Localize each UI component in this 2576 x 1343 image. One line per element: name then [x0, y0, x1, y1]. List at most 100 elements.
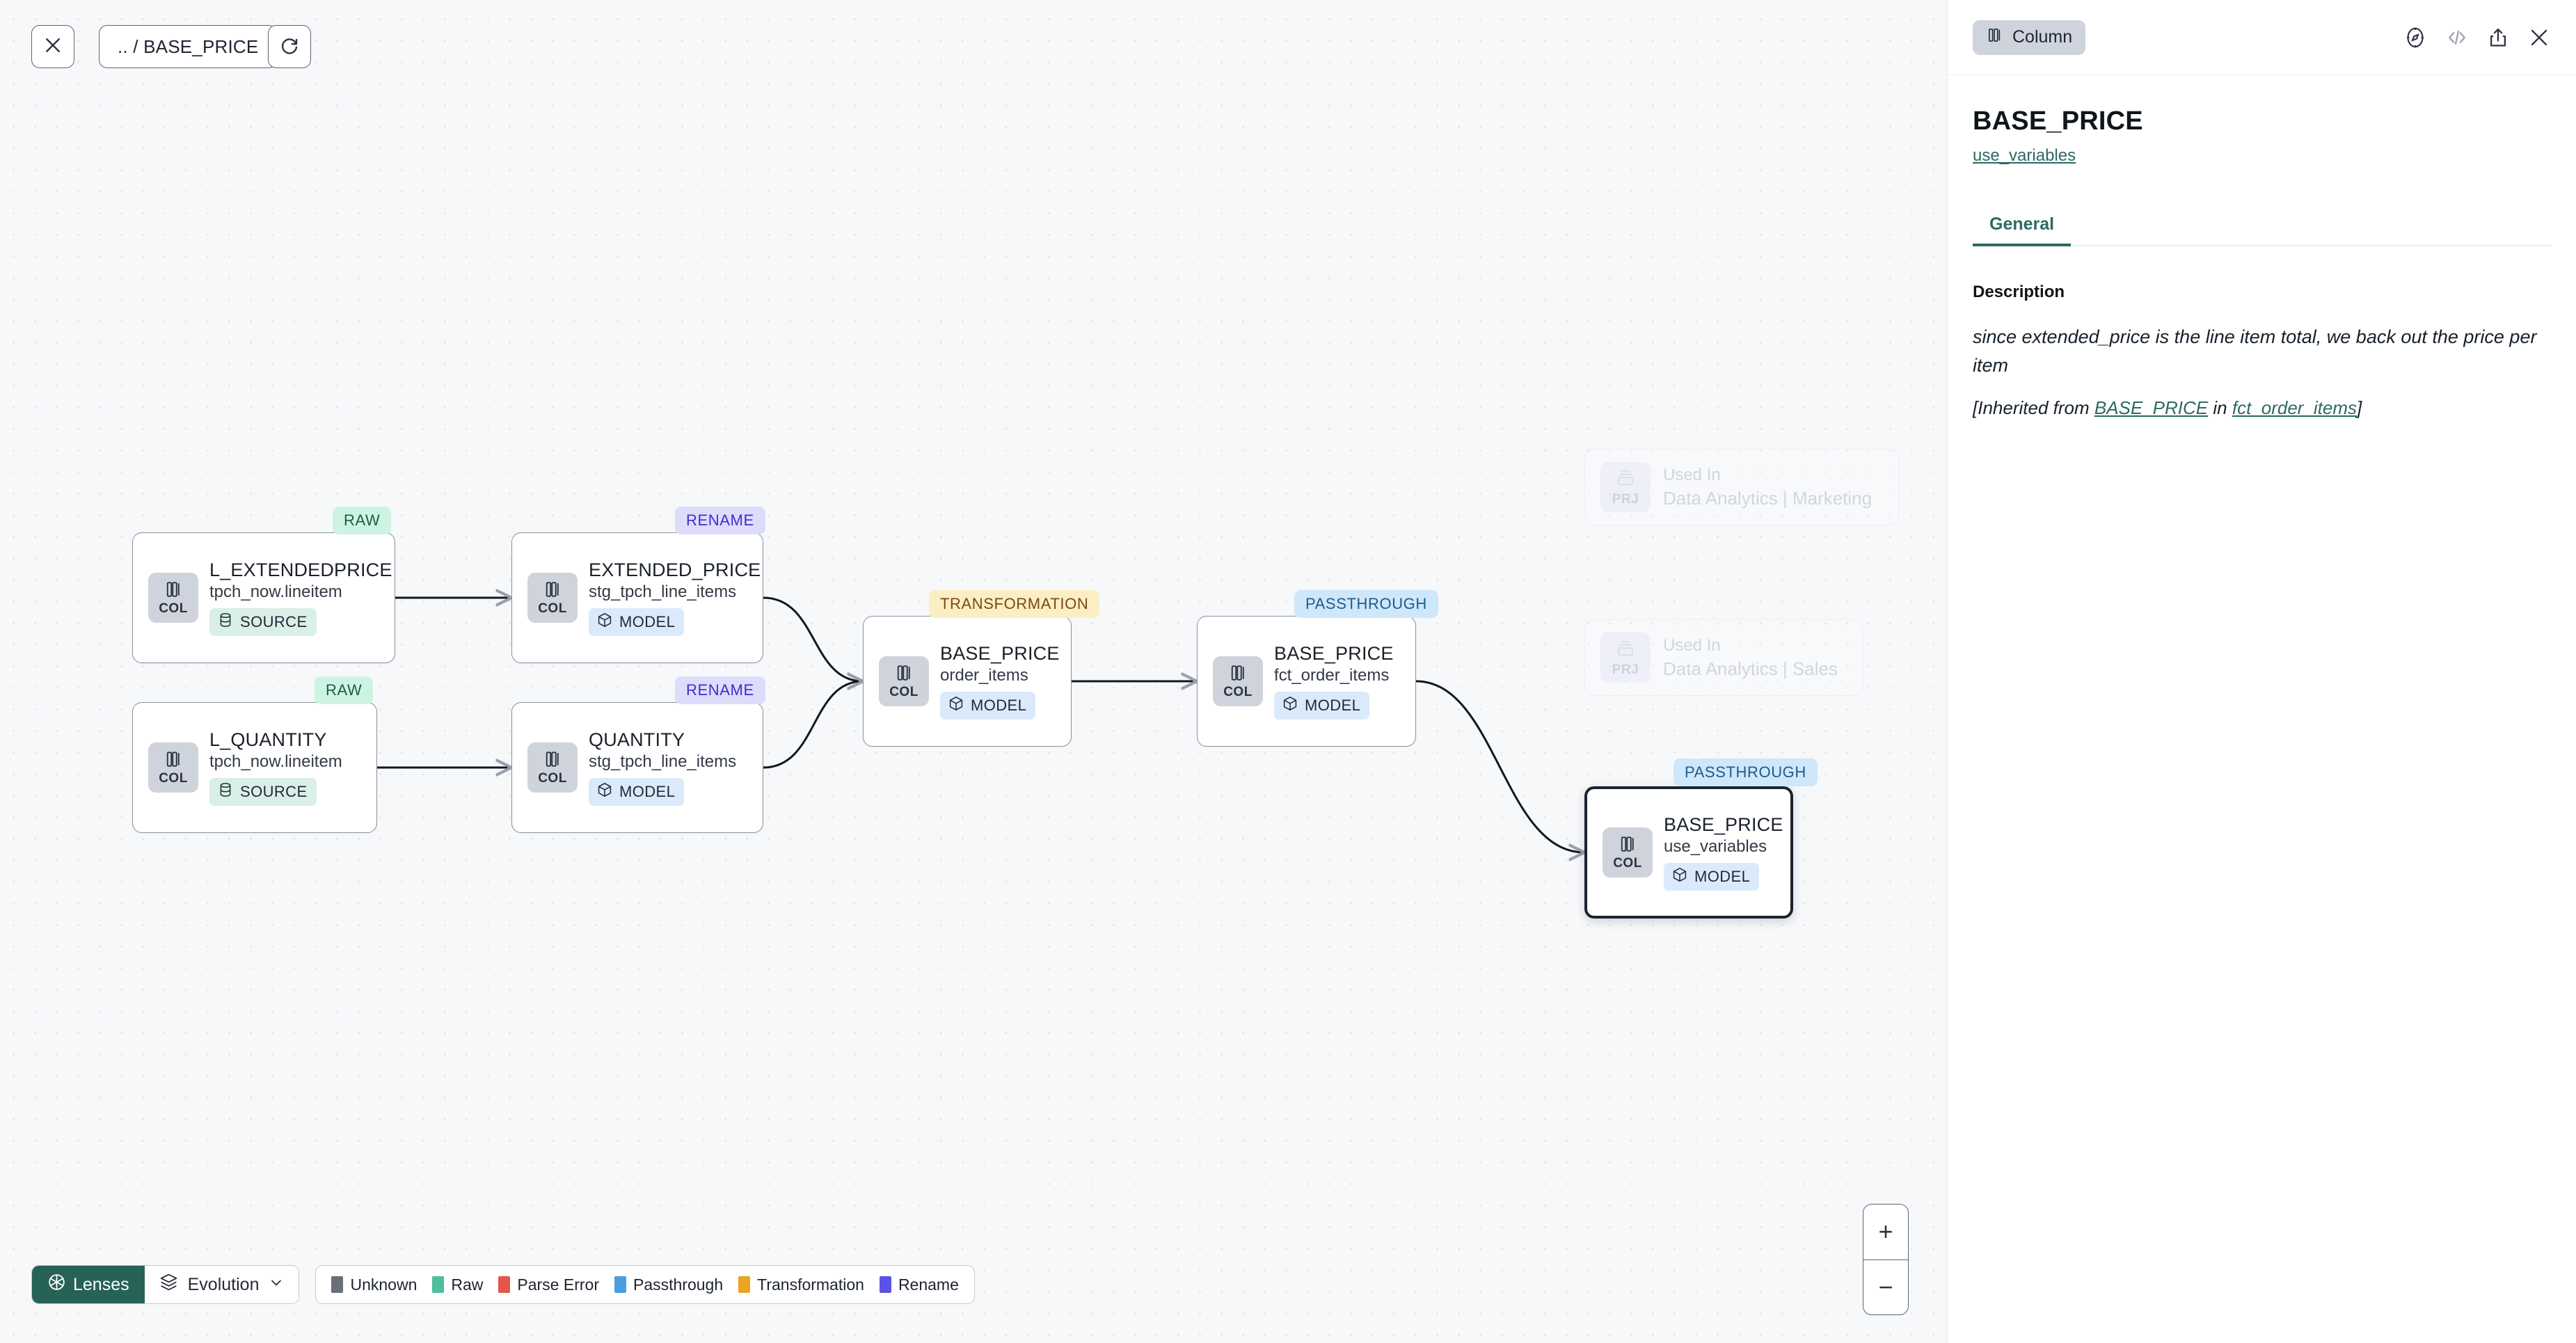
- node-badge-quantity: RENAME: [675, 676, 765, 704]
- column-glyph-icon: [1617, 834, 1638, 855]
- node-subtitle: tpch_now.lineitem: [209, 582, 342, 601]
- node-subtitle: fct_order_items: [1274, 666, 1390, 685]
- close-button[interactable]: [31, 25, 74, 68]
- project-icon: PRJ: [1600, 633, 1651, 683]
- node-name: L_QUANTITY: [209, 729, 327, 750]
- node-tag-model: MODEL: [589, 778, 685, 806]
- node-kind-label: COL: [159, 771, 188, 786]
- node-tag-label: SOURCE: [240, 613, 308, 630]
- ghost-project-name: Data Analytics | Sales: [1663, 658, 1838, 679]
- column-icon: COL: [148, 742, 198, 793]
- node-tag-model: MODEL: [589, 608, 685, 636]
- description-section: Description since extended_price is the …: [1973, 283, 2551, 419]
- column-icon: COL: [1213, 656, 1263, 706]
- column-glyph-icon: [163, 749, 184, 770]
- node-subtitle: stg_tpch_line_items: [589, 582, 737, 601]
- share-icon[interactable]: [2487, 26, 2509, 49]
- column-icon: COL: [527, 742, 578, 793]
- refresh-button[interactable]: [268, 25, 311, 68]
- column-glyph-icon: [542, 749, 563, 770]
- node-kind-label: COL: [538, 601, 567, 616]
- legend-item-transformation[interactable]: Transformation: [738, 1276, 864, 1294]
- node-tag-model: MODEL: [940, 692, 1036, 720]
- project-glyph-icon: [1615, 638, 1636, 662]
- node-tag-model: MODEL: [1664, 863, 1760, 891]
- node-badge-use_variables: PASSTHROUGH: [1673, 758, 1818, 786]
- entity-type-label: Column: [2012, 27, 2073, 47]
- column-glyph-icon: [163, 579, 184, 600]
- legend-label: Rename: [898, 1275, 959, 1294]
- node-kind-label: COL: [889, 685, 919, 699]
- close-icon[interactable]: [2527, 26, 2551, 49]
- legend-swatch: [879, 1276, 891, 1293]
- cube-icon: [948, 695, 964, 716]
- inherited-suffix: ]: [2357, 397, 2362, 418]
- panel-header: Column: [1948, 0, 2576, 75]
- evolution-dropdown[interactable]: Evolution: [144, 1266, 299, 1303]
- aperture-icon: [47, 1273, 66, 1296]
- node-subtitle: use_variables: [1664, 837, 1767, 856]
- node-badge-l_quantity: RAW: [315, 676, 374, 704]
- lenses-evolution-group: Lenses Evolution: [31, 1265, 300, 1304]
- details-panel: Column: [1947, 0, 2576, 1343]
- legend-item-rename[interactable]: Rename: [879, 1275, 959, 1294]
- legend-swatch: [331, 1276, 344, 1293]
- node-tag-model: MODEL: [1274, 692, 1370, 720]
- node-subtitle: order_items: [940, 666, 1028, 685]
- inherited-column-link[interactable]: BASE_PRICE: [2094, 397, 2209, 418]
- legend-swatch: [432, 1276, 445, 1293]
- chevron-down-icon: [268, 1274, 285, 1296]
- lenses-button[interactable]: Lenses: [32, 1266, 145, 1303]
- column-icon: COL: [148, 573, 198, 623]
- parent-model-link[interactable]: use_variables: [1973, 146, 2076, 165]
- legend-label: Unknown: [350, 1275, 418, 1294]
- layers-icon: [159, 1272, 179, 1297]
- node-subtitle: stg_tpch_line_items: [589, 752, 737, 771]
- database-icon: [217, 781, 234, 802]
- tab-general[interactable]: General: [1973, 214, 2072, 246]
- zoom-in-button[interactable]: +: [1863, 1205, 1908, 1260]
- node-name: L_EXTENDEDPRICE: [209, 559, 392, 580]
- legend-item-parse-error[interactable]: Parse Error: [498, 1276, 599, 1294]
- panel-actions: [2403, 26, 2551, 49]
- node-badge-order_items: TRANSFORMATION: [929, 590, 1100, 618]
- zoom-controls[interactable]: + −: [1863, 1204, 1909, 1315]
- legend-swatch: [738, 1276, 751, 1293]
- refresh-icon: [279, 35, 300, 59]
- legend-swatch: [614, 1276, 626, 1293]
- edge-quantity-to-orderitems: [763, 681, 863, 769]
- canvas-bottom-toolbar: Lenses Evolution Unknown Raw Parse Error Pa…: [31, 1265, 975, 1304]
- code-icon[interactable]: [2445, 26, 2469, 49]
- legend-item-passthrough[interactable]: Passthrough: [614, 1276, 723, 1294]
- zoom-out-button[interactable]: −: [1878, 1272, 1893, 1301]
- edge-fct-to-usevariables: [1415, 680, 1584, 852]
- node-badge-fct_order_items: PASSTHROUGH: [1294, 590, 1438, 618]
- page-title: BASE_PRICE: [1973, 106, 2143, 136]
- breadcrumb[interactable]: .. / BASE_PRICE: [99, 25, 278, 68]
- compass-icon[interactable]: [2403, 26, 2427, 49]
- legend-item-raw[interactable]: Raw: [432, 1276, 483, 1294]
- node-name: EXTENDED_PRICE: [589, 559, 761, 580]
- column-glyph-icon: [893, 662, 914, 683]
- inherited-model-link[interactable]: fct_order_items: [2232, 397, 2358, 418]
- ghost-kind-label: PRJ: [1612, 491, 1639, 507]
- ghost-used-in-label: Used In: [1663, 465, 1721, 484]
- legend-item-unknown[interactable]: Unknown: [331, 1276, 417, 1294]
- entity-type-chip: Column: [1973, 19, 2086, 55]
